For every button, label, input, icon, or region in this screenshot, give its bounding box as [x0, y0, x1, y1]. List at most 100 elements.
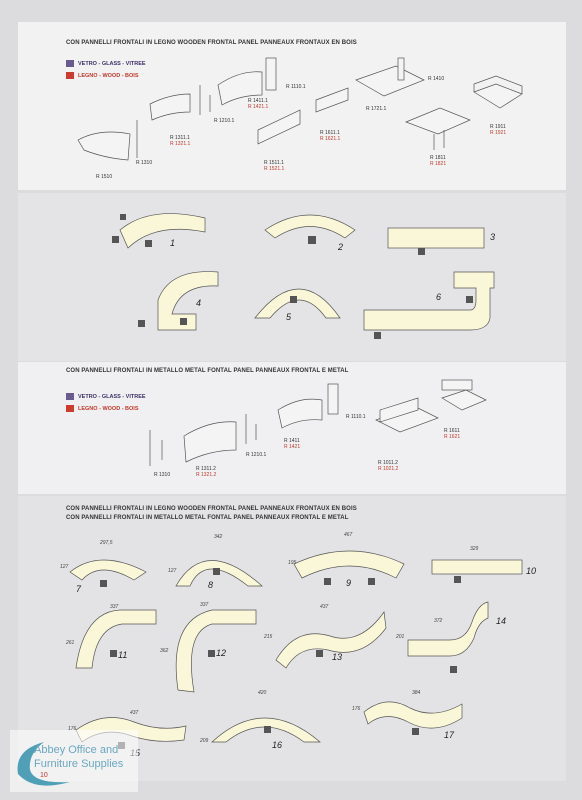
legend-glass-metal: VETRO - GLASS - VITREE — [66, 393, 146, 400]
dim-127-a: 127 — [60, 564, 69, 570]
code-r1410: R 1410 — [428, 76, 445, 82]
code-r1721: R 1721.1 — [366, 106, 387, 112]
layout-3-desk — [387, 227, 485, 249]
wood-swatch — [66, 72, 74, 79]
dim-297-5: 297,5 — [100, 540, 113, 546]
r1611-panel — [315, 87, 349, 113]
layout-number-4: 4 — [196, 298, 202, 308]
layout-14-desk — [407, 601, 489, 657]
glass-swatch — [66, 60, 74, 67]
r1721-top — [355, 65, 425, 97]
layout-8-desk — [175, 560, 263, 587]
layout-number-13: 13 — [332, 652, 343, 662]
legend-wood-metal: LEGNO - WOOD - BOIS — [66, 405, 139, 412]
company-logo: Abbey Office and Furniture Supplies 10 — [10, 730, 138, 792]
layout-17-desk — [363, 701, 463, 729]
layout-12-desk — [175, 609, 257, 693]
layout-number-3: 3 — [490, 232, 496, 242]
r1510-piece — [77, 131, 131, 161]
section-layouts-header-1: CON PANNELLI FRONTALI IN LEGNO WOODEN FR… — [66, 506, 357, 512]
dim-384: 384 — [412, 690, 421, 696]
dim-362: 362 — [160, 648, 169, 654]
metal-r1311-panel — [183, 421, 237, 463]
dim-342: 342 — [214, 534, 223, 540]
r1110-panel — [265, 57, 277, 91]
metal-panel-section — [18, 362, 566, 494]
metal-r1611-top — [441, 389, 487, 411]
layout-6-desk — [363, 271, 495, 331]
code-metal-r1110: R 1110.1 — [346, 414, 366, 420]
r1410-panel — [397, 57, 405, 81]
layout-number-14: 14 — [496, 616, 507, 626]
dim-209: 209 — [200, 738, 209, 744]
swoosh-icon — [17, 742, 70, 786]
wood-swatch — [66, 405, 74, 412]
layout-13-desk — [275, 611, 387, 669]
dim-201: 201 — [396, 634, 405, 640]
code-r1310: R 1310 — [136, 160, 153, 166]
dim-127-b: 127 — [168, 568, 177, 574]
section-wood-header: CON PANNELLI FRONTALI IN LEGNO WOODEN FR… — [66, 40, 357, 46]
metal-r1411-panel — [277, 398, 323, 429]
dim-420: 420 — [258, 690, 267, 696]
layout-11-desk — [75, 609, 157, 669]
code-metal-r1310: R 1310 — [154, 472, 171, 478]
logo-line-1: Abbey Office and — [34, 744, 119, 756]
code-r1210: R 1210.1 — [214, 118, 235, 124]
layout-1-desk — [119, 213, 206, 249]
dim-437-a: 437 — [320, 604, 329, 610]
dim-261: 261 — [66, 640, 75, 646]
code-r1510: R 1510 — [96, 174, 113, 180]
layout-9-desk — [293, 550, 405, 579]
layout-number-9: 9 — [346, 578, 352, 588]
section-metal-header: CON PANNELLI FRONTALI IN METALLO METAL F… — [66, 368, 349, 374]
r1511-panel — [257, 109, 301, 145]
r1911-top — [473, 83, 523, 109]
chairs-bottom — [100, 568, 461, 749]
layout-number-2: 2 — [338, 242, 344, 252]
dim-337-b: 337 — [200, 602, 209, 608]
dim-176-a: 176 — [68, 726, 77, 732]
layout-number-12: 12 — [216, 648, 227, 658]
dim-329: 329 — [470, 546, 479, 552]
layout-number-7: 7 — [76, 584, 82, 594]
r1411-panel — [217, 71, 263, 106]
legend-wood-label: LEGNO - WOOD - BOIS — [78, 72, 139, 79]
code-r1110: R 1110.1 — [286, 84, 306, 90]
wood-panel-section — [18, 22, 566, 190]
layout-number-16: 16 — [272, 740, 283, 750]
section-layouts-header-2: CON PANNELLI FRONTALI IN METALLO METAL F… — [66, 515, 349, 521]
legend-glass: VETRO - GLASS - VITREE — [66, 60, 146, 67]
dim-372: 372 — [434, 618, 443, 624]
legend-wood: LEGNO - WOOD - BOIS — [66, 72, 139, 79]
layout-number-5: 5 — [286, 312, 292, 322]
r1311-panel — [149, 93, 191, 121]
glass-swatch — [66, 393, 74, 400]
dim-337-a: 337 — [110, 604, 119, 610]
layout-5-desk — [254, 288, 341, 319]
code-metal-r1210: R 1210.1 — [246, 452, 267, 458]
logo-small-number: 10 — [40, 772, 48, 779]
layout-16-desk — [211, 717, 321, 743]
layout-10-desk — [431, 559, 523, 575]
layout-4-desk — [157, 271, 219, 331]
dim-437-b: 437 — [130, 710, 139, 716]
layout-number-8: 8 — [208, 580, 214, 590]
layout-number-1: 1 — [170, 238, 176, 248]
r1811-top — [405, 107, 471, 135]
legend-glass-label: VETRO - GLASS - VITREE — [78, 60, 146, 67]
legend-wood-label: LEGNO - WOOD - BOIS — [78, 405, 139, 412]
metal-r1110-panel — [327, 383, 339, 415]
dim-215: 215 — [264, 634, 273, 640]
layout-2-desk — [264, 214, 356, 239]
